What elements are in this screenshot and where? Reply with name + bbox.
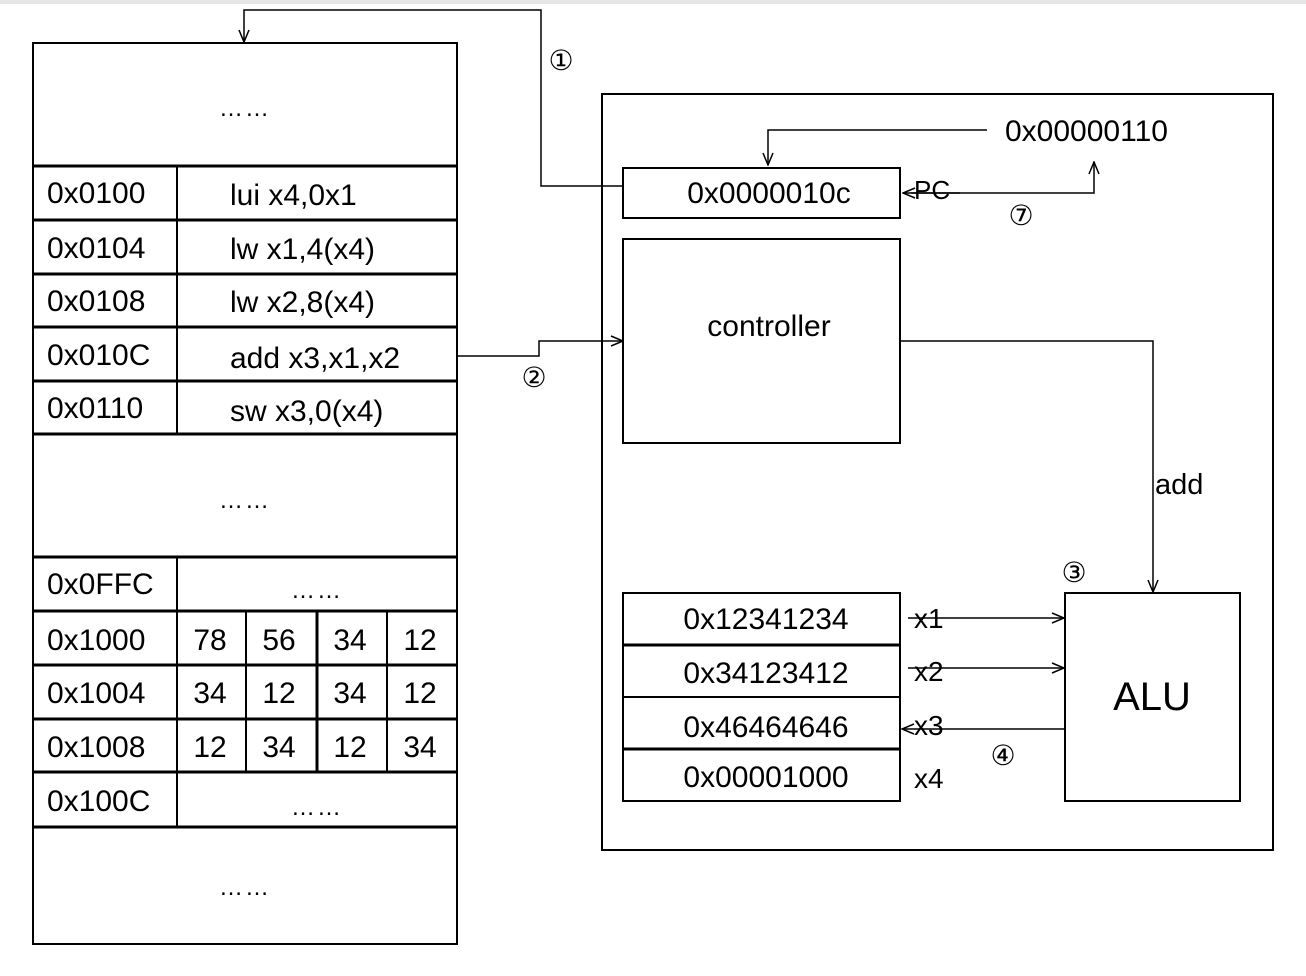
top-border bbox=[0, 0, 1306, 4]
step-marker-4: ④ bbox=[990, 739, 1015, 772]
decode-arrow bbox=[457, 341, 623, 357]
memory-outline bbox=[32, 42, 458, 945]
data-address: 0x1004 bbox=[47, 677, 145, 710]
pc-register bbox=[622, 167, 901, 219]
memory-top-ellipsis: …… bbox=[219, 95, 271, 122]
register-file: 0x12341234 x1 0x34123412 x2 0x46464646 x… bbox=[622, 592, 944, 802]
instruction-address: 0x0110 bbox=[47, 392, 143, 425]
register-name: x3 bbox=[914, 710, 944, 741]
data-byte: 34 bbox=[333, 677, 366, 710]
data-byte: 78 bbox=[193, 624, 226, 657]
instruction-address: 0x0100 bbox=[47, 177, 145, 210]
memory-tail-row: 0x100C …… bbox=[47, 785, 343, 821]
data-byte: 34 bbox=[403, 731, 436, 764]
instruction-row: 0x0108 lw x2,8(x4) bbox=[47, 285, 375, 319]
data-address: 0x1000 bbox=[47, 624, 145, 657]
instruction-row: 0x010C add x3,x1,x2 bbox=[47, 339, 400, 375]
data-byte: 12 bbox=[333, 731, 366, 764]
instruction-address: 0x0104 bbox=[47, 232, 145, 265]
instruction-text: sw x3,0(x4) bbox=[230, 395, 383, 428]
gap-ellipsis: …… bbox=[291, 577, 343, 604]
data-byte: 12 bbox=[262, 677, 295, 710]
data-address: 0x1008 bbox=[47, 731, 145, 764]
step-marker-1: ① bbox=[548, 44, 573, 77]
data-byte: 34 bbox=[262, 731, 295, 764]
step-marker-3: ③ bbox=[1061, 556, 1086, 589]
next-pc-value: 0x00000110 bbox=[1005, 115, 1168, 148]
cpu-outline bbox=[601, 93, 1274, 851]
cpu-block: 0x0000010c PC 0x00000110 controller add … bbox=[601, 93, 1274, 851]
alu-label: ALU bbox=[1113, 675, 1191, 719]
tail-ellipsis: …… bbox=[291, 794, 343, 821]
data-row: 0x1008 12 34 12 34 bbox=[47, 731, 437, 764]
controller-label: controller bbox=[707, 310, 830, 343]
data-row: 0x1004 34 12 34 12 bbox=[47, 677, 437, 710]
memory-col-lines bbox=[176, 166, 388, 827]
instruction-row: 0x0110 sw x3,0(x4) bbox=[47, 392, 383, 428]
data-byte: 12 bbox=[403, 677, 436, 710]
next-pc-arrow bbox=[768, 129, 987, 165]
instruction-text: lui x4,0x1 bbox=[230, 179, 357, 212]
pc-label: PC bbox=[914, 175, 950, 205]
pc-value: 0x0000010c bbox=[687, 177, 850, 210]
memory-bottom-ellipsis: …… bbox=[219, 874, 271, 901]
control-signal-arrow bbox=[900, 340, 1153, 592]
instruction-row: 0x0104 lw x1,4(x4) bbox=[47, 232, 375, 266]
register-value: 0x12341234 bbox=[683, 603, 848, 636]
pc-update-arrow bbox=[911, 162, 1094, 194]
instruction-text: add x3,x1,x2 bbox=[230, 342, 400, 375]
data-byte: 56 bbox=[262, 624, 295, 657]
tail-address: 0x100C bbox=[47, 785, 150, 818]
data-row: 0x1000 78 56 34 12 bbox=[47, 624, 437, 657]
gap-address: 0x0FFC bbox=[47, 568, 154, 601]
step-marker-7: ⑦ bbox=[1008, 199, 1033, 232]
fetch-arrow bbox=[244, 9, 623, 187]
step-markers: ① ② ③ ④ ⑦ bbox=[521, 44, 1086, 772]
memory-mid-ellipsis: …… bbox=[219, 487, 271, 514]
register-name: x4 bbox=[914, 763, 944, 794]
instruction-address: 0x0108 bbox=[47, 285, 145, 318]
memory-block: …… 0x0100 lui x4,0x1 bbox=[32, 42, 458, 945]
instruction-text: lw x1,4(x4) bbox=[230, 233, 375, 266]
memory-gap-row: 0x0FFC …… bbox=[47, 568, 343, 604]
data-byte: 12 bbox=[193, 731, 226, 764]
arrows bbox=[244, 9, 1153, 729]
step-marker-2: ② bbox=[521, 361, 546, 394]
register-name: x2 bbox=[914, 656, 944, 687]
instruction-address: 0x010C bbox=[47, 339, 150, 372]
register-value: 0x46464646 bbox=[683, 711, 848, 744]
data-byte: 34 bbox=[193, 677, 226, 710]
data-byte: 12 bbox=[403, 624, 436, 657]
data-byte: 34 bbox=[333, 624, 366, 657]
register-value: 0x34123412 bbox=[683, 657, 848, 690]
alu-op-label: add bbox=[1155, 469, 1203, 501]
alu-box bbox=[1064, 592, 1241, 802]
instruction-row: 0x0100 lui x4,0x1 bbox=[47, 177, 357, 212]
register-value: 0x00001000 bbox=[683, 761, 848, 794]
instruction-text: lw x2,8(x4) bbox=[230, 286, 375, 319]
